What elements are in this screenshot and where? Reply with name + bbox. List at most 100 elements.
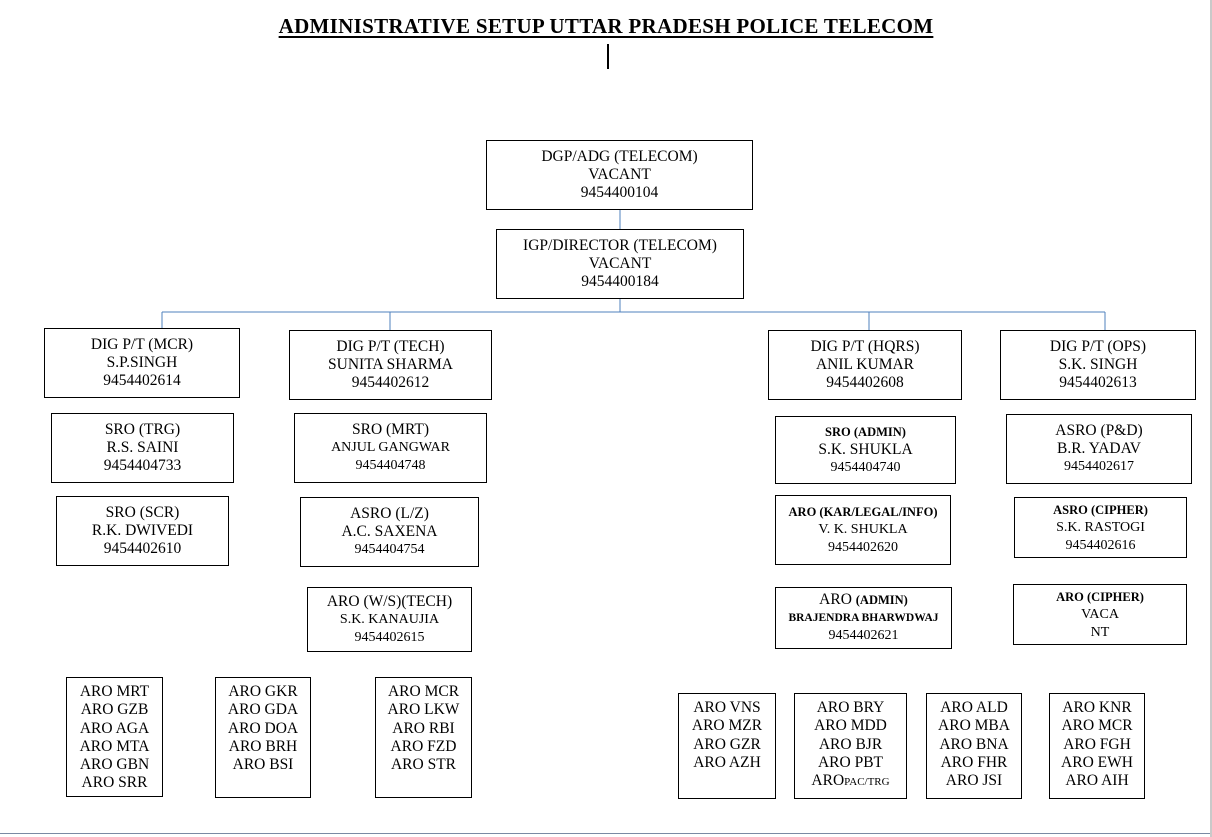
list-item: ARO GKR: [228, 683, 298, 700]
dig-mcr-phone: 9454402614: [103, 372, 181, 389]
aro-cipher-line3: NT: [1090, 624, 1110, 640]
dig-mcr-box: DIG P/T (MCR) S.P.SINGH 9454402614: [44, 328, 240, 398]
sro-scr-name: R.K. DWIVEDI: [91, 522, 194, 539]
asro-cipher-name: S.K. RASTOGI: [1056, 519, 1145, 535]
dgp-box: DGP/ADG (TELECOM) VACANT 9454400104: [486, 140, 753, 210]
sro-admin-title: SRO (ADMIN): [825, 425, 906, 439]
dgp-phone: 9454400104: [580, 184, 659, 201]
page-bottom-border: [0, 833, 1212, 834]
aro-ws-name: S.K. KANAUJIA: [339, 611, 440, 627]
dig-tech-name: SUNITA SHARMA: [328, 356, 453, 373]
dig-ops-box: DIG P/T (OPS) S.K. SINGH 9454402613: [1000, 330, 1196, 400]
asro-lz-phone: 9454404754: [354, 542, 425, 557]
list-item: ARO ALD: [940, 699, 1008, 716]
sro-scr-box: SRO (SCR) R.K. DWIVEDI 9454402610: [56, 496, 229, 566]
list-item: ARO STR: [390, 756, 457, 774]
aro-list-6: ARO ALD ARO MBA ARO BNA ARO FHR ARO JSI: [926, 693, 1022, 799]
list-item: ARO MDD: [814, 717, 887, 735]
asro-pd-title: ASRO (P&D): [1055, 422, 1143, 439]
aro-cipher-box: ARO (CIPHER) VACA NT: [1013, 584, 1187, 645]
asro-cipher-box: ASRO (CIPHER) S.K. RASTOGI 9454402616: [1014, 497, 1187, 558]
list-item: ARO EWH: [1061, 753, 1133, 771]
list-item: AROPAC/TRG: [795, 772, 906, 791]
igp-name: VACANT: [588, 255, 652, 272]
aro-pac-b: PAC/TRG: [844, 776, 890, 789]
dig-tech-phone: 9454402612: [351, 374, 430, 391]
aro-list-1: ARO MRT ARO GZB ARO AGA ARO MTA ARO GBN …: [66, 677, 163, 797]
sro-admin-phone: 9454404740: [830, 460, 901, 475]
dig-hqrs-box: DIG P/T (HQRS) ANIL KUMAR 9454402608: [768, 330, 962, 400]
list-item: ARO MZR: [691, 717, 763, 735]
list-item: ARO MRT: [79, 683, 150, 700]
dgp-title: DGP/ADG (TELECOM): [541, 148, 698, 165]
aro-ws-title: ARO (W/S)(TECH): [326, 592, 453, 610]
sro-scr-phone: 9454402610: [103, 540, 182, 557]
dig-mcr-title: DIG P/T (MCR): [90, 336, 194, 353]
list-item: ARO BRH: [228, 737, 298, 755]
dig-mcr-name: S.P.SINGH: [106, 354, 178, 371]
list-item: ARO BJR: [818, 735, 883, 753]
list-item: ARO MBA: [938, 717, 1010, 735]
list-item: ARO RBI: [392, 719, 455, 737]
asro-pd-name: B.R. YADAV: [1057, 440, 1141, 457]
sro-mrt-title: SRO (MRT): [351, 421, 429, 438]
dig-hqrs-name: ANIL KUMAR: [815, 356, 915, 373]
sro-scr-title: SRO (SCR): [105, 504, 180, 521]
page-title: ADMINISTRATIVE SETUP UTTAR PRADESH POLIC…: [278, 14, 934, 38]
dig-ops-title: DIG P/T (OPS): [1049, 338, 1147, 355]
aro-list-7: ARO KNR ARO MCR ARO FGH ARO EWH ARO AIH: [1049, 693, 1145, 799]
list-item: ARO VNS: [693, 699, 761, 716]
list-item: ARO GDA: [227, 701, 299, 719]
aro-pac-a: ARO: [811, 772, 845, 790]
sro-trg-box: SRO (TRG) R.S. SAINI 9454404733: [51, 413, 234, 483]
dgp-name: VACANT: [588, 166, 651, 183]
list-item: ARO GBN: [79, 756, 150, 774]
list-item: ARO KNR: [1062, 699, 1132, 716]
aro-list-4: ARO VNS ARO MZR ARO GZR ARO AZH: [678, 693, 776, 799]
dig-tech-title: DIG P/T (TECH): [336, 338, 445, 355]
list-item: ARO BRY: [816, 699, 885, 716]
list-item: ARO MCR: [1061, 717, 1133, 735]
list-item: ARO MCR: [387, 683, 460, 700]
dig-hqrs-phone: 9454402608: [826, 374, 904, 391]
list-item: ARO MTA: [79, 737, 150, 755]
sro-mrt-box: SRO (MRT) ANJUL GANGWAR 9454404748: [294, 413, 487, 483]
list-item: ARO LKW: [387, 701, 460, 719]
aro-admin-title-a: ARO: [819, 591, 852, 608]
asro-cipher-phone: 9454402616: [1065, 537, 1136, 553]
list-item: ARO AGA: [79, 719, 150, 737]
list-item: ARO GZR: [693, 735, 761, 753]
asro-lz-name: A.C. SAXENA: [341, 523, 438, 540]
asro-lz-title: ASRO (L/Z): [350, 505, 429, 522]
list-item: ARO AZH: [693, 753, 761, 771]
aro-admin-title: ARO (ADMIN): [776, 591, 951, 609]
dig-ops-phone: 9454402613: [1059, 374, 1137, 391]
asro-pd-phone: 9454402617: [1064, 459, 1134, 474]
sro-mrt-name: ANJUL GANGWAR: [331, 440, 450, 455]
sro-mrt-phone: 9454404748: [355, 458, 426, 473]
sro-trg-title: SRO (TRG): [104, 421, 181, 438]
list-item: ARO GZB: [80, 701, 149, 719]
dig-ops-name: S.K. SINGH: [1058, 356, 1138, 373]
aro-admin-phone: 9454402621: [828, 628, 899, 643]
aro-list-3: ARO MCR ARO LKW ARO RBI ARO FZD ARO STR: [375, 677, 472, 798]
aro-admin-box: ARO (ADMIN) BRAJENDRA BHARWDWAJ 94544026…: [775, 587, 952, 649]
aro-list-5: ARO BRY ARO MDD ARO BJR ARO PBT AROPAC/T…: [794, 693, 907, 799]
aro-kar-title: ARO (KAR/LEGAL/INFO): [788, 505, 938, 519]
list-item: ARO AIH: [1065, 772, 1129, 790]
aro-kar-phone: 9454402620: [828, 540, 898, 555]
aro-admin-name: BRAJENDRA BHARWDWAJ: [788, 612, 939, 624]
igp-box: IGP/DIRECTOR (TELECOM) VACANT 9454400184: [496, 229, 744, 299]
asro-cipher-title: ASRO (CIPHER): [1053, 502, 1148, 517]
sro-admin-box: SRO (ADMIN) S.K. SHUKLA 9454404740: [775, 416, 956, 484]
aro-admin-title-b: (ADMIN): [855, 593, 908, 607]
aro-list-2: ARO GKR ARO GDA ARO DOA ARO BRH ARO BSI: [215, 677, 311, 798]
dig-hqrs-title: DIG P/T (HQRS): [810, 338, 920, 355]
igp-title: IGP/DIRECTOR (TELECOM): [523, 237, 717, 254]
list-item: ARO PBT: [817, 753, 884, 771]
asro-pd-box: ASRO (P&D) B.R. YADAV 9454402617: [1006, 414, 1192, 484]
aro-ws-box: ARO (W/S)(TECH) S.K. KANAUJIA 9454402615: [307, 587, 472, 652]
sro-admin-name: S.K. SHUKLA: [818, 441, 913, 458]
dig-tech-box: DIG P/T (TECH) SUNITA SHARMA 9454402612: [289, 330, 492, 400]
